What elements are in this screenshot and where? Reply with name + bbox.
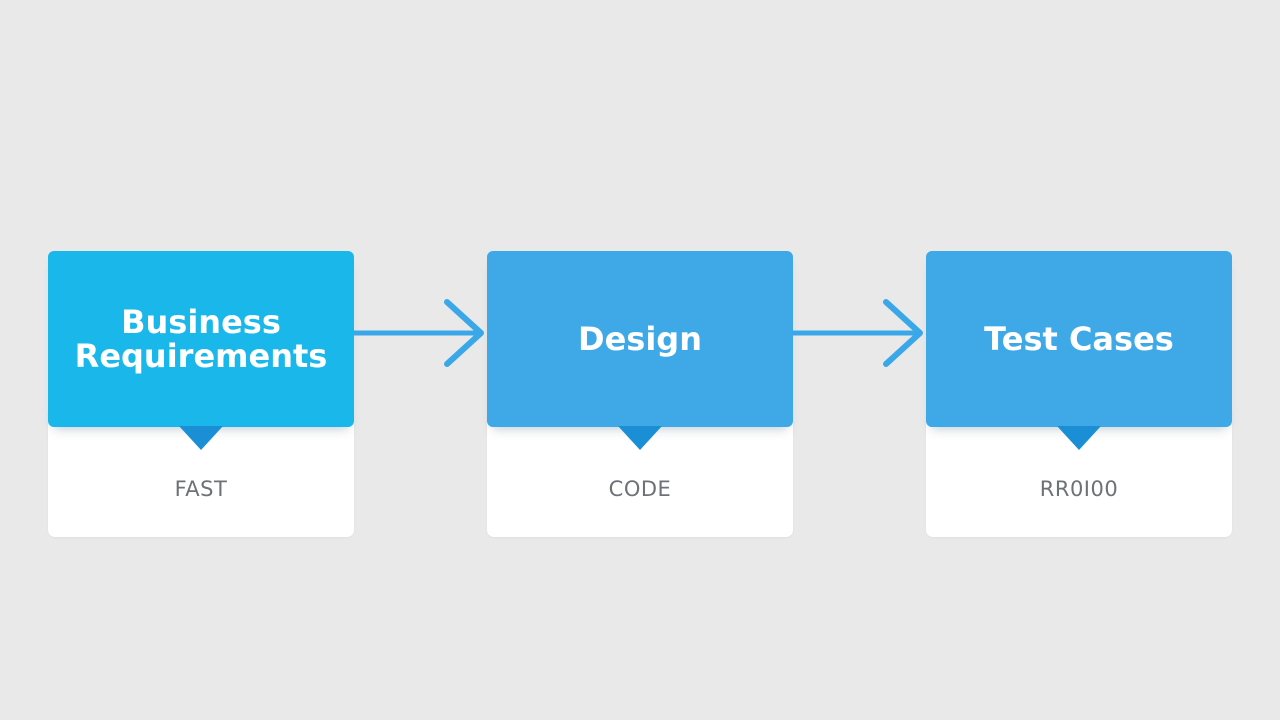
step-title: Business Requirements bbox=[74, 303, 328, 375]
pointer-triangle bbox=[179, 426, 223, 450]
step-subtitle: FAST bbox=[174, 477, 228, 501]
step-subtitle: RR0I00 bbox=[1039, 477, 1119, 501]
step-card-test-cases: Test Cases RR0I00 bbox=[926, 251, 1232, 537]
pointer-triangle bbox=[618, 426, 662, 450]
arrow-right-icon bbox=[353, 299, 484, 367]
arrow-right-icon bbox=[792, 299, 923, 367]
pointer-triangle bbox=[1057, 426, 1101, 450]
step-subtitle: CODE bbox=[608, 477, 672, 501]
step-card-header: Test Cases bbox=[926, 251, 1232, 427]
step-title: Test Cases bbox=[984, 320, 1174, 358]
step-card-header: Design bbox=[487, 251, 793, 427]
step-card-header: Business Requirements bbox=[48, 251, 354, 427]
step-card-design: Design CODE bbox=[487, 251, 793, 537]
step-card-business-requirements: Business Requirements FAST bbox=[48, 251, 354, 537]
step-title: Design bbox=[578, 320, 702, 358]
